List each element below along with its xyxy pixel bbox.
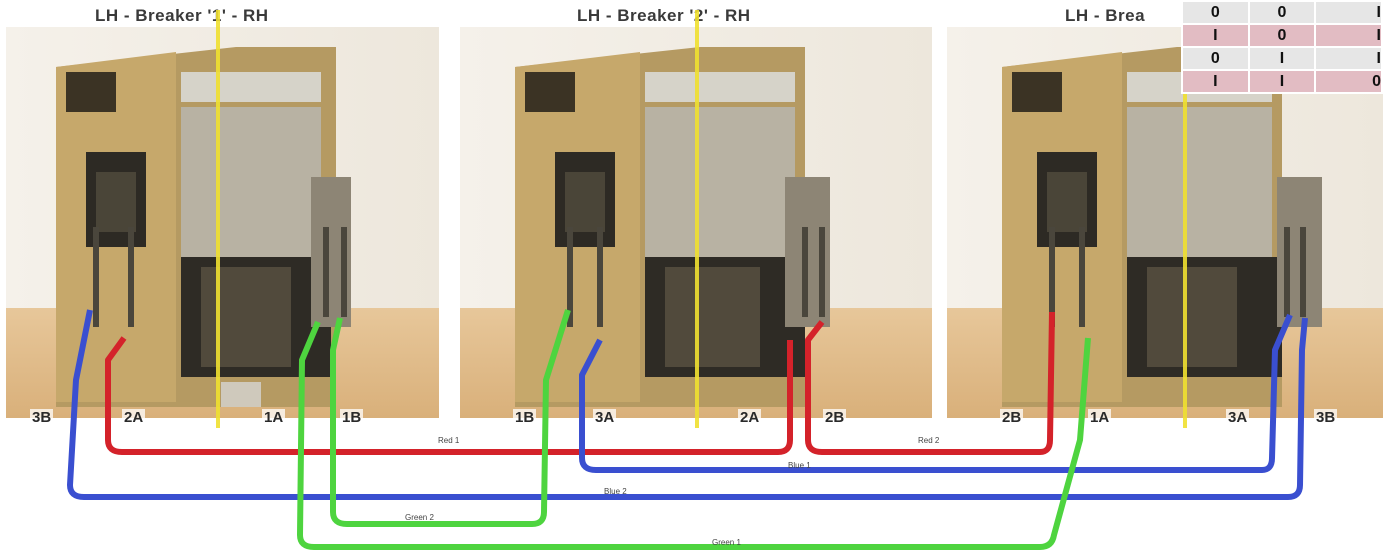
breaker-2-drawing <box>460 27 932 418</box>
table-cell: 0 <box>1249 1 1316 24</box>
terminal-label-1b: 1B <box>513 409 536 427</box>
wire-label-green-1: Green 1 <box>712 538 741 547</box>
table-row: 0 0 I <box>1182 1 1382 24</box>
terminal-label-3b: 3B <box>1314 409 1337 427</box>
table-cell: I <box>1315 47 1382 70</box>
table-row: 0 I I <box>1182 47 1382 70</box>
table-cell: 0 <box>1182 1 1249 24</box>
terminal-label-2b: 2B <box>1000 409 1023 427</box>
table-cell: I <box>1315 1 1382 24</box>
breaker-1-drawing <box>6 27 439 418</box>
table-cell: 0 <box>1249 24 1316 47</box>
table-row: I 0 I <box>1182 24 1382 47</box>
breaker-3-title: LH - Brea <box>1065 6 1145 26</box>
terminal-label-3b: 3B <box>30 409 53 427</box>
breaker-2-photo <box>460 27 932 418</box>
terminal-label-2a: 2A <box>738 409 761 427</box>
terminal-label-2a: 2A <box>122 409 145 427</box>
table-row: I I 0 <box>1182 70 1382 93</box>
terminal-label-2b: 2B <box>823 409 846 427</box>
table-cell: I <box>1182 70 1249 93</box>
table-cell: I <box>1249 47 1316 70</box>
table-cell: 0 <box>1315 70 1382 93</box>
wire-label-red-1: Red 1 <box>438 436 459 445</box>
table-cell: 0 <box>1182 47 1249 70</box>
wire-label-blue-1: Blue 1 <box>788 461 811 470</box>
terminal-label-3a: 3A <box>1226 409 1249 427</box>
table-cell: I <box>1315 24 1382 47</box>
table-cell: I <box>1249 70 1316 93</box>
breaker-2-title: LH - Breaker '2' - RH <box>577 6 751 26</box>
wire-label-red-2: Red 2 <box>918 436 939 445</box>
wire-label-green-2: Green 2 <box>405 513 434 522</box>
breaker-1-title: LH - Breaker '1' - RH <box>95 6 269 26</box>
terminal-label-1a: 1A <box>262 409 285 427</box>
terminal-label-1b: 1B <box>340 409 363 427</box>
terminal-label-3a: 3A <box>593 409 616 427</box>
wire-label-blue-2: Blue 2 <box>604 487 627 496</box>
truth-table: 0 0 I I 0 I 0 I I I I 0 <box>1181 0 1383 94</box>
breaker-1-photo <box>6 27 439 418</box>
terminal-label-1a: 1A <box>1088 409 1111 427</box>
table-cell: I <box>1182 24 1249 47</box>
